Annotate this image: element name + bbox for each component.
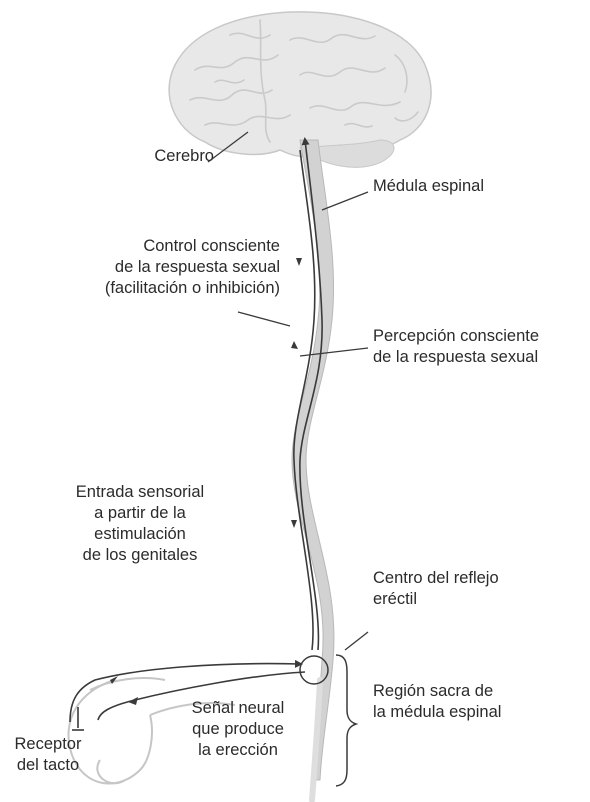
label-line: de la respuesta sexual: [114, 258, 280, 276]
brain-illustration: [168, 11, 432, 168]
label-line: que produce: [192, 720, 284, 738]
label-line: a partir de la: [94, 504, 186, 522]
label-cerebro: Cerebro: [154, 147, 214, 165]
label-line: la médula espinal: [373, 703, 502, 721]
ascending-pathway: [299, 137, 323, 651]
label-line: Centro del reflejo: [373, 569, 499, 587]
touch-receptor-icon: [72, 707, 84, 731]
sensory-input-nerve: [69, 659, 303, 723]
label-receptor-tacto: Receptor del tacto: [0, 734, 96, 776]
reflex-center-circle: [299, 655, 329, 685]
label-entrada-sensorial: Entrada sensorial a partir de la estimul…: [50, 482, 230, 566]
label-line: de la respuesta sexual: [373, 348, 539, 366]
label-line: eréctil: [373, 590, 418, 608]
label-centro-reflejo: Centro del reflejo eréctil: [373, 568, 499, 610]
label-line: estimulación: [94, 525, 186, 543]
label-control-consciente: Control consciente de la respuesta sexua…: [40, 236, 280, 299]
label-line: del tacto: [16, 756, 80, 774]
label-percepcion-consciente: Percepción consciente de la respuesta se…: [373, 326, 539, 368]
label-senal-neural: Señal neural que produce la erección: [182, 698, 294, 761]
leader-lines: [207, 131, 369, 651]
label-line: Señal neural: [191, 699, 285, 717]
label-line: Control consciente: [143, 237, 280, 255]
sacral-region-brace: [335, 654, 359, 787]
descending-pathway: [293, 149, 316, 651]
label-line: Entrada sensorial: [75, 483, 205, 501]
spinal-cord: [291, 139, 335, 781]
label-region-sacra: Región sacra de la médula espinal: [373, 681, 501, 723]
label-line: de los genitales: [82, 546, 198, 564]
label-line: Percepción consciente: [373, 327, 540, 345]
label-medula-espinal: Médula espinal: [373, 177, 484, 195]
label-line: Región sacra de: [373, 682, 494, 700]
label-line: Receptor: [14, 735, 82, 753]
label-line: (facilitación o inhibición): [104, 279, 280, 297]
body-outline: [67, 677, 236, 785]
neural-signal-nerve: [97, 671, 306, 721]
label-line: la erección: [198, 741, 278, 759]
